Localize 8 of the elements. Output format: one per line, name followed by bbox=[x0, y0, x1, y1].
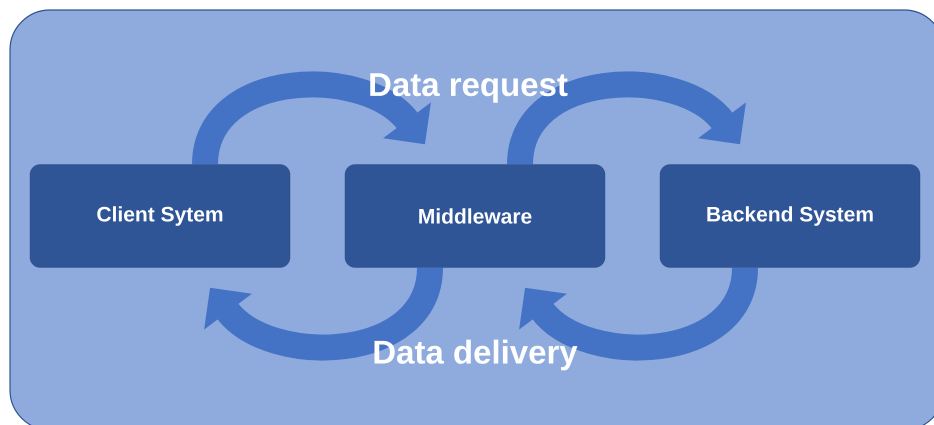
curved-arrow bbox=[204, 266, 443, 360]
arrow-caption: Data delivery bbox=[374, 340, 578, 370]
system-box: Middleware bbox=[344, 164, 606, 268]
curved-arrow bbox=[507, 72, 746, 166]
system-box: Client Sytem bbox=[30, 164, 290, 268]
system-box: Backend System bbox=[660, 164, 920, 268]
curved-arrow bbox=[519, 266, 758, 360]
curved-arrow bbox=[192, 72, 431, 166]
